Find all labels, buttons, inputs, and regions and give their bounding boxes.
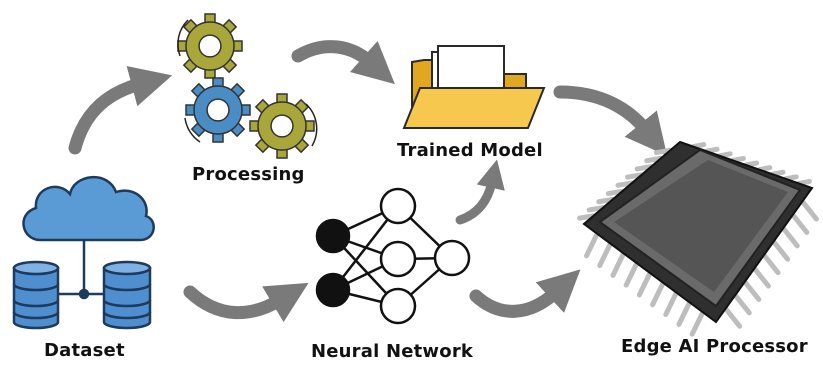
- chip-pin: [605, 188, 625, 197]
- chip-pin: [732, 292, 752, 316]
- chip-pin: [610, 250, 627, 278]
- edge-ai-processor-label: Edge AI Processor: [621, 336, 808, 357]
- arrow-trained-model-to-chip: [553, 85, 668, 156]
- gear-icon: [177, 13, 243, 79]
- chip-pin: [723, 306, 743, 329]
- chip-pin: [636, 270, 653, 298]
- arrow-dataset-to-neural-network: [183, 282, 309, 323]
- arrow-processing-to-trained-model: [291, 40, 395, 85]
- chip-pin: [751, 265, 771, 289]
- chip-pin: [596, 196, 616, 205]
- chip-pin: [689, 309, 706, 337]
- chip-pin: [771, 239, 791, 262]
- chip-icon: [577, 140, 819, 337]
- chip-pin: [790, 212, 810, 235]
- chip-pin: [615, 180, 635, 188]
- trained-model-label: Trained Model: [397, 140, 543, 161]
- chip-pin: [650, 280, 666, 308]
- database-icon: [12, 260, 60, 330]
- arrow-neural-network-to-chip: [469, 269, 581, 318]
- rotation-arrows: [177, 19, 318, 147]
- chip-pin: [742, 279, 762, 302]
- cloud-icon: [22, 175, 155, 242]
- processing-group: [177, 13, 318, 159]
- chip-pin: [676, 299, 693, 327]
- processing-label: Processing: [192, 164, 305, 185]
- arrow-dataset-to-processing: [68, 66, 173, 155]
- arrow-neural-network-to-trained-model: [455, 159, 505, 225]
- chip-pin: [761, 252, 781, 276]
- chip-pin: [653, 147, 673, 156]
- chip-pin: [623, 260, 640, 288]
- neural-network-icon: [315, 187, 471, 325]
- folder-icon: [402, 45, 546, 129]
- gear-icon: [249, 93, 315, 159]
- dataset-label: Dataset: [44, 340, 125, 361]
- chip-pin: [625, 172, 645, 180]
- chip-pin: [634, 164, 654, 172]
- data-connectors: [58, 240, 110, 300]
- flow-arrows: [68, 40, 668, 323]
- chip-pin: [799, 198, 819, 222]
- chip-pin: [644, 155, 664, 164]
- chip-pin: [577, 213, 597, 221]
- chip-pin: [663, 290, 679, 318]
- neural-network-label: Neural Network: [311, 341, 474, 362]
- dataset-group: [12, 175, 155, 330]
- gear-icon: [185, 77, 251, 143]
- chip-pin: [586, 205, 606, 213]
- chip-pin: [597, 241, 613, 269]
- chip-pin: [780, 225, 800, 249]
- database-icon: [102, 260, 152, 330]
- chip-pin: [584, 231, 600, 259]
